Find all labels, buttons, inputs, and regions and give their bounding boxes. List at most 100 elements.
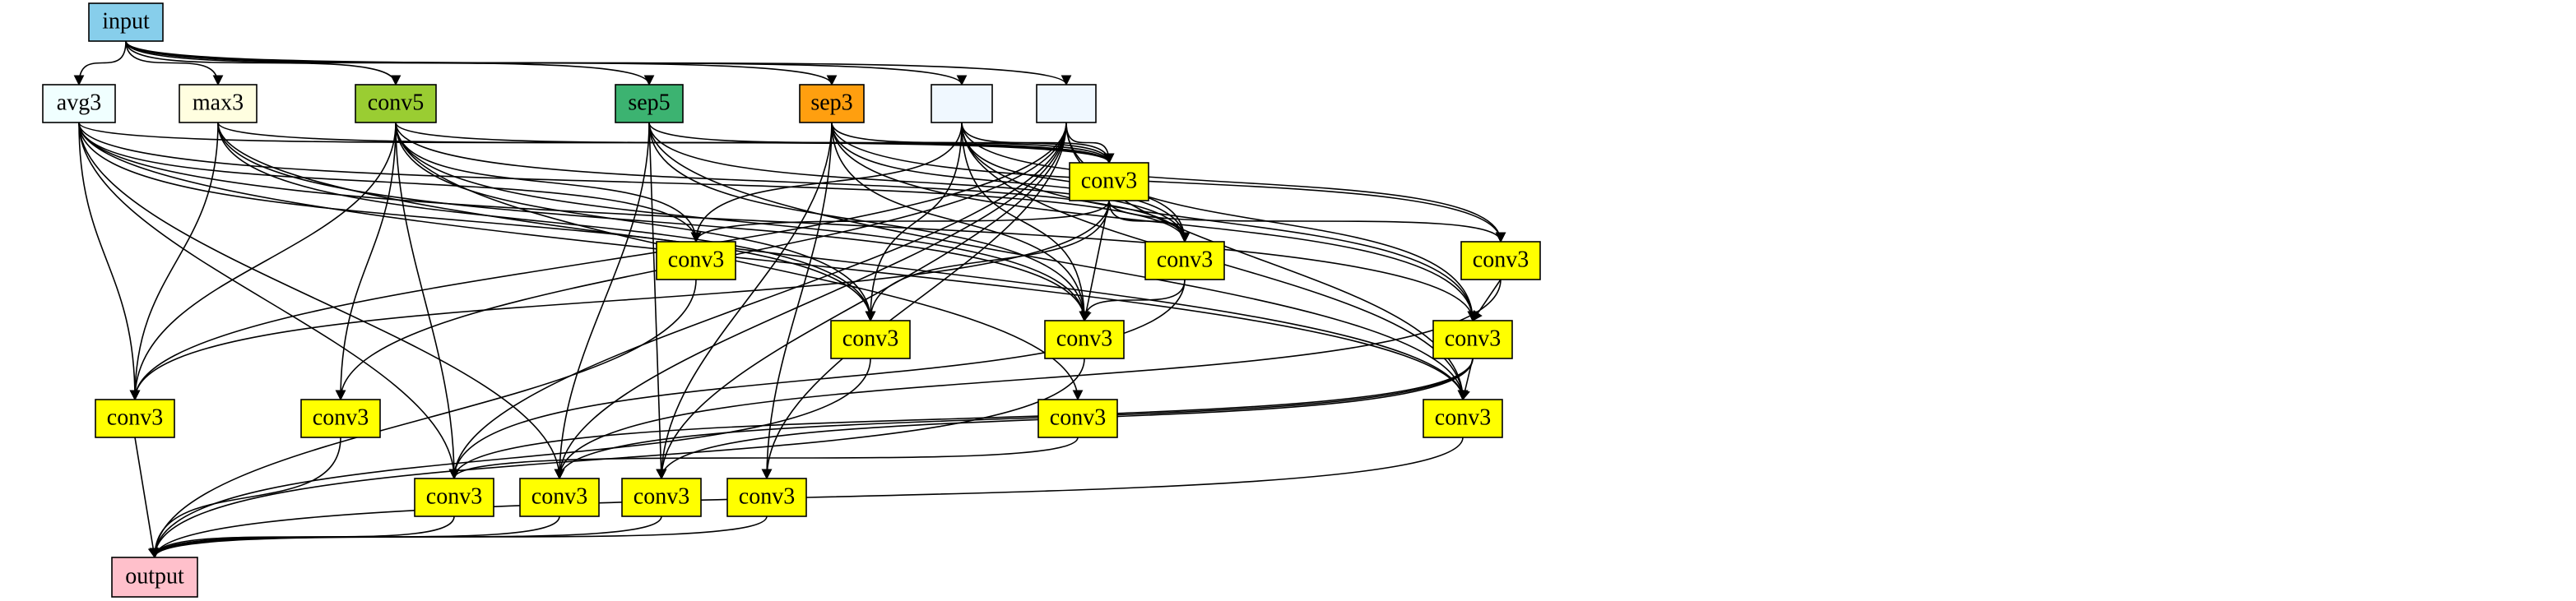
node-box-c7 xyxy=(1432,320,1513,359)
node-avg3: avg3 xyxy=(42,84,116,123)
node-c7: conv3 xyxy=(1432,320,1513,359)
edge-sep5-to-c1 xyxy=(648,122,1115,164)
node-label-c11: conv3 xyxy=(1435,405,1491,430)
edge-e1-to-c2 xyxy=(690,122,963,243)
edge-sep3-to-c14 xyxy=(656,122,833,480)
edge-c15-to-output xyxy=(149,515,768,559)
edge-c7-to-c12 xyxy=(448,358,1474,480)
edge-c8-to-output xyxy=(134,437,159,559)
edge-c2-to-output xyxy=(149,279,697,559)
node-c3: conv3 xyxy=(1144,241,1225,280)
node-box-max3 xyxy=(179,84,258,123)
node-c15: conv3 xyxy=(726,478,807,517)
node-box-c10 xyxy=(1037,399,1118,438)
edge-avg3-to-c2 xyxy=(78,122,702,243)
edge-c3-to-c6 xyxy=(1079,279,1186,322)
node-c11: conv3 xyxy=(1423,399,1503,438)
node-e1 xyxy=(931,84,993,123)
node-c2: conv3 xyxy=(656,241,736,280)
edge-c1-to-c5 xyxy=(865,200,1110,322)
node-c6: conv3 xyxy=(1044,320,1125,359)
node-label-c8: conv3 xyxy=(107,405,163,430)
edge-avg3-to-c3 xyxy=(78,122,1191,243)
edge-avg3-to-c8 xyxy=(78,122,141,401)
node-label-sep5: sep5 xyxy=(628,90,670,115)
edge-e1-to-c4 xyxy=(961,122,1506,243)
edge-conv5-to-c12 xyxy=(395,122,460,480)
edge-input-to-avg3 xyxy=(73,40,127,86)
edge-max3-to-c8 xyxy=(129,122,219,401)
node-c9: conv3 xyxy=(300,399,381,438)
edge-input-to-conv5 xyxy=(125,40,401,86)
node-box-c8 xyxy=(95,399,175,438)
edge-c1-to-c6 xyxy=(1081,200,1110,322)
node-c13: conv3 xyxy=(519,478,600,517)
edge-e1-to-c7 xyxy=(961,122,1478,322)
node-box-c15 xyxy=(726,478,807,517)
edge-conv5-to-c1 xyxy=(395,122,1115,164)
node-c12: conv3 xyxy=(414,478,494,517)
node-box-c12 xyxy=(414,478,494,517)
node-box-c6 xyxy=(1044,320,1125,359)
edge-c3-to-c12 xyxy=(448,279,1186,480)
node-label-c14: conv3 xyxy=(634,483,689,509)
edge-e2-to-c14 xyxy=(656,122,1067,480)
node-label-input: input xyxy=(102,8,150,34)
edge-sep3-to-c1 xyxy=(831,122,1115,164)
node-c8: conv3 xyxy=(95,399,175,438)
node-c5: conv3 xyxy=(830,320,911,359)
edge-c1-to-c3 xyxy=(1108,200,1191,243)
node-c4: conv3 xyxy=(1460,241,1541,280)
node-label-c9: conv3 xyxy=(313,405,369,430)
edge-input-to-e2 xyxy=(125,40,1072,86)
edge-c7-to-c13 xyxy=(554,358,1474,480)
edge-c1-to-c2 xyxy=(690,200,1110,243)
node-sep5: sep5 xyxy=(615,84,684,123)
node-box-sep3 xyxy=(799,84,865,123)
node-box-c3 xyxy=(1144,241,1225,280)
node-label-c4: conv3 xyxy=(1473,247,1529,272)
node-box-output xyxy=(111,557,198,598)
edge-conv5-to-c8 xyxy=(129,122,397,401)
node-label-c6: conv3 xyxy=(1056,326,1112,351)
node-label-max3: max3 xyxy=(193,90,244,115)
node-box-e1 xyxy=(931,84,993,123)
edge-max3-to-c11 xyxy=(217,122,1469,401)
node-label-output: output xyxy=(125,563,184,589)
node-label-sep3: sep3 xyxy=(810,90,852,115)
edge-e2-to-c8 xyxy=(129,122,1067,401)
edge-sep5-to-c3 xyxy=(648,122,1191,243)
node-box-avg3 xyxy=(42,84,116,123)
node-label-c15: conv3 xyxy=(739,483,795,509)
edge-c1-to-c8 xyxy=(129,200,1110,401)
node-box-sep5 xyxy=(615,84,684,123)
edge-c4-to-c7 xyxy=(1472,279,1502,322)
edge-c6-to-output xyxy=(149,358,1085,559)
edge-sep3-to-c15 xyxy=(761,122,833,480)
node-label-c12: conv3 xyxy=(426,483,482,509)
node-c14: conv3 xyxy=(621,478,702,517)
node-box-input xyxy=(88,2,164,42)
node-label-c7: conv3 xyxy=(1445,326,1501,351)
edge-c1-to-c4 xyxy=(1108,200,1506,243)
node-box-c9 xyxy=(300,399,381,438)
node-label-c13: conv3 xyxy=(531,483,587,509)
node-label-conv5: conv5 xyxy=(368,90,424,115)
edge-avg3-to-c12 xyxy=(78,122,460,480)
edge-c10-to-c12 xyxy=(448,437,1079,480)
node-label-c1: conv3 xyxy=(1081,168,1137,193)
node-label-c5: conv3 xyxy=(842,326,898,351)
edge-c11-to-output xyxy=(149,437,1464,559)
edge-sep3-to-c4 xyxy=(831,122,1506,243)
edge-layer xyxy=(73,40,1506,559)
edge-c4-to-c13 xyxy=(554,279,1502,480)
node-sep3: sep3 xyxy=(799,84,865,123)
edge-e1-to-c1 xyxy=(961,122,1115,164)
node-box-conv5 xyxy=(355,84,437,123)
node-box-c2 xyxy=(656,241,736,280)
node-box-c11 xyxy=(1423,399,1503,438)
node-box-c1 xyxy=(1069,162,1149,201)
edge-conv5-to-c9 xyxy=(335,122,397,401)
edge-conv5-to-c6 xyxy=(395,122,1090,322)
edge-conv5-to-c10 xyxy=(395,122,1084,401)
